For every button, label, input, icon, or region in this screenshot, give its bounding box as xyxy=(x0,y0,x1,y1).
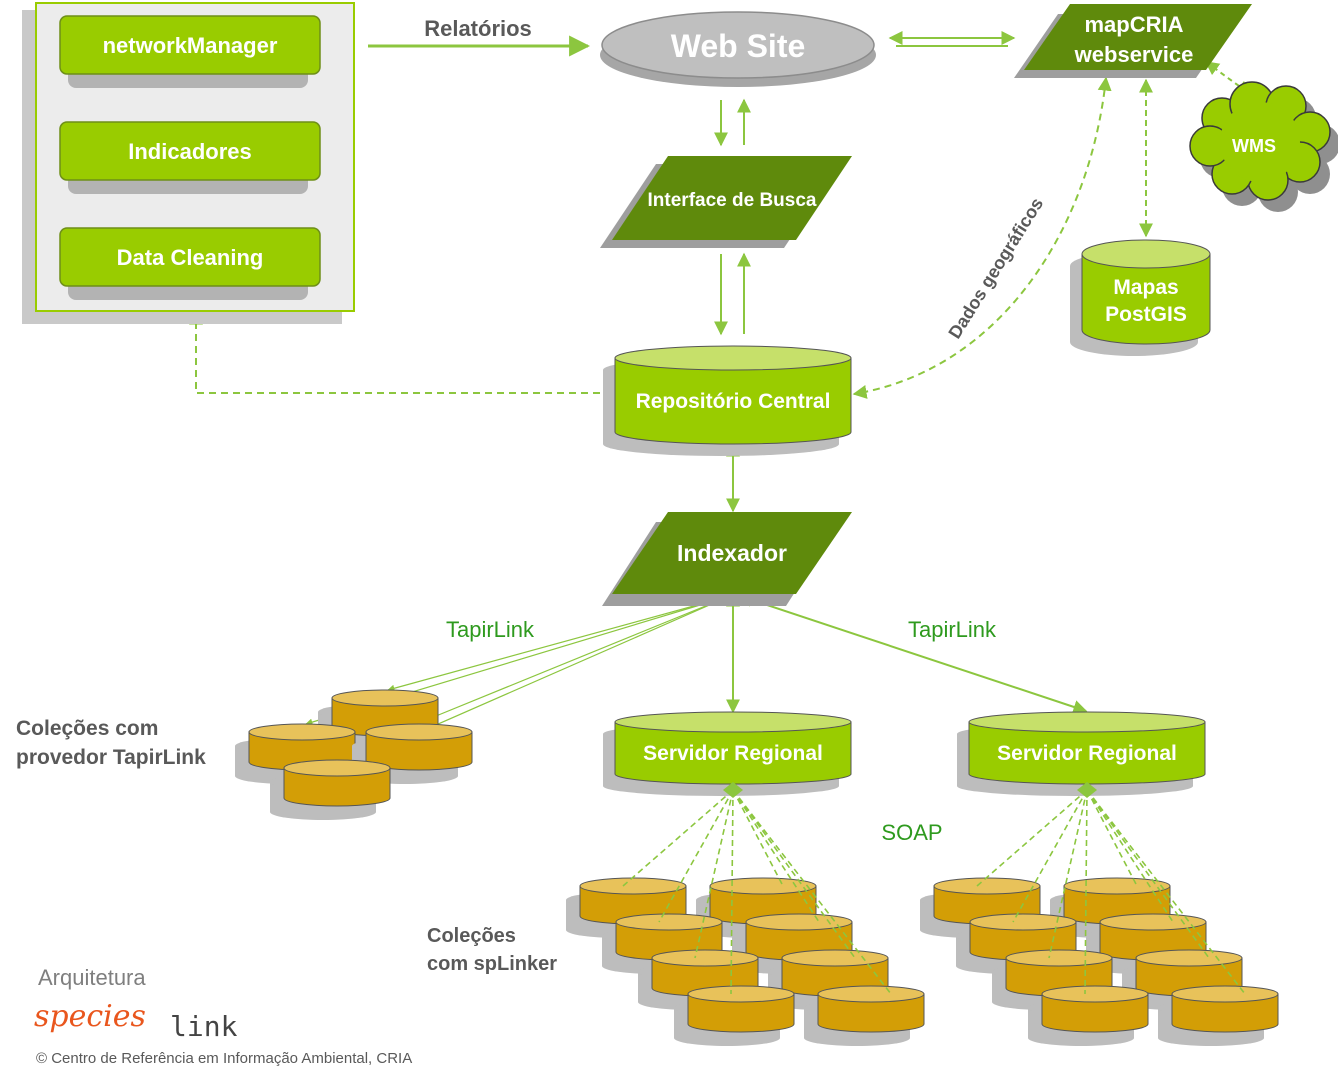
mapcria-label-line2: webservice xyxy=(1074,42,1194,67)
servidor-regional-1-cylinder xyxy=(603,711,852,796)
mapas-postgis-label-line2: PostGIS xyxy=(1105,303,1187,326)
mapas-postgis-cylinder xyxy=(1070,239,1211,356)
indexador-label: Indexador xyxy=(677,540,787,566)
relatorios-label: Relatórios xyxy=(424,16,532,41)
splinker-collections-label-line1: Coleções xyxy=(427,925,516,947)
soap-label: SOAP xyxy=(881,820,942,845)
network-manager-button[interactable]: networkManager xyxy=(59,15,321,88)
wms-label: WMS xyxy=(1232,136,1276,156)
tapirlink-line-4 xyxy=(435,595,731,717)
splinker-collection-1-db-7 xyxy=(674,985,795,1046)
web-site-node: Web Site xyxy=(600,11,876,87)
network-manager-button-label: networkManager xyxy=(103,33,278,58)
soap-connectors xyxy=(622,782,1246,995)
servidor-regional-1-label: Servidor Regional xyxy=(643,742,823,765)
mapcria-label-line1: mapCRIA xyxy=(1084,12,1183,37)
repositorio-central-cylinder xyxy=(603,345,852,456)
web-site-label: Web Site xyxy=(671,28,806,64)
interface-busca-label: Interface de Busca xyxy=(648,190,817,211)
tapirlink-right-label: TapirLink xyxy=(908,617,997,642)
repo-tools-dashed-arrow xyxy=(189,310,600,394)
splinker-collection-2-db-7 xyxy=(1028,985,1149,1046)
tapirlink-left-label: TapirLink xyxy=(446,617,535,642)
data-cleaning-button[interactable]: Data Cleaning xyxy=(59,227,321,300)
indicadores-button-label: Indicadores xyxy=(128,139,251,164)
tapirlink-collections-label-line2: provedor TapirLink xyxy=(16,746,206,769)
connectors xyxy=(189,31,1252,761)
species-logo-text: species xyxy=(34,999,146,1034)
mapas-postgis-label-line1: Mapas xyxy=(1113,276,1178,299)
footer-title: Arquitetura xyxy=(38,965,146,990)
tapirlink-collection-db-3 xyxy=(352,723,473,784)
indicadores-button[interactable]: Indicadores xyxy=(59,121,321,194)
splinker-collections-label-line2: com spLinker xyxy=(427,953,557,975)
tapirlink-line-1 xyxy=(387,595,731,692)
indexador-servidor2-arrow xyxy=(738,593,1088,714)
indexador-node: Indexador xyxy=(602,512,852,606)
wms-cloud: WMS xyxy=(1189,81,1338,212)
tapirlink-collections-label-line1: Coleções com xyxy=(16,717,158,740)
repositorio-central-label: Repositório Central xyxy=(636,390,831,413)
servidor-regional-2-cylinder xyxy=(957,711,1206,796)
footer: Arquitetura species link © Centro de Ref… xyxy=(34,965,412,1067)
link-logo-text: link xyxy=(170,1010,238,1043)
servidor-regional-2-label: Servidor Regional xyxy=(997,742,1177,765)
interface-busca-node: Interface de Busca xyxy=(600,156,852,248)
tapirlink-collection-db-4 xyxy=(270,759,391,820)
copyright-text: © Centro de Referência em Informação Amb… xyxy=(36,1050,412,1067)
splinker-collection-1-db-8 xyxy=(804,985,925,1046)
dados-geograficos-arrow xyxy=(852,76,1112,399)
dados-geograficos-label: Dados geográficos xyxy=(944,194,1047,342)
data-cleaning-button-label: Data Cleaning xyxy=(117,245,264,270)
mapcria-node: mapCRIA webservice xyxy=(1014,4,1252,78)
splinker-collection-2-db-8 xyxy=(1158,985,1279,1046)
